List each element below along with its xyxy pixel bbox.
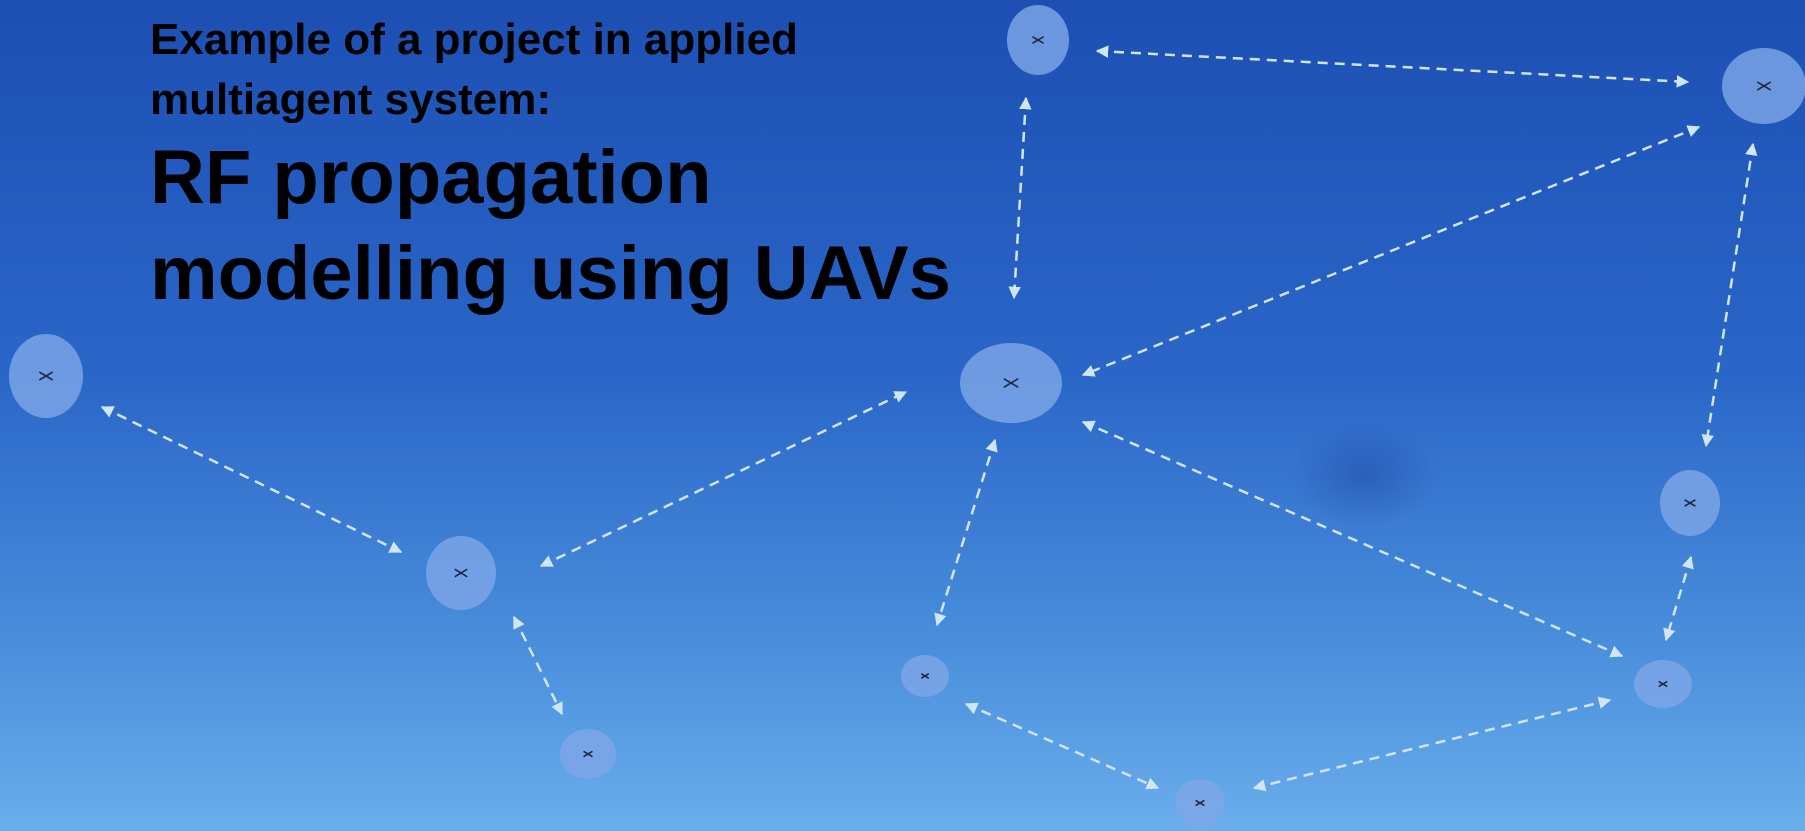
link-arrow: [934, 438, 998, 627]
uav-icon: [1756, 81, 1772, 91]
uav-node: [1722, 48, 1805, 124]
uav-node: [901, 655, 949, 697]
uav-nodes: [9, 5, 1805, 827]
uav-icon: [1658, 680, 1668, 688]
uav-icon: [1003, 377, 1019, 389]
uav-icon: [1032, 35, 1044, 45]
link-arrow: [539, 390, 908, 568]
uav-node: [960, 343, 1062, 423]
link-arrow: [1008, 96, 1032, 300]
link-arrow: [1701, 142, 1758, 448]
slide-subtitle: Example of a project in applied multiage…: [150, 15, 798, 124]
link-arrow: [1095, 45, 1690, 88]
uav-icon: [38, 371, 54, 381]
link-arrow: [964, 702, 1160, 790]
uav-node: [426, 536, 496, 610]
link-arrow: [100, 405, 403, 554]
uav-node: [1660, 470, 1720, 536]
uav-icon: [1195, 799, 1205, 807]
link-arrow: [1081, 125, 1701, 377]
uav-node: [9, 334, 83, 418]
uav-node: [1175, 779, 1225, 827]
link-arrow: [1081, 420, 1624, 658]
uav-icon: [583, 750, 593, 758]
uav-icon: [1684, 499, 1696, 507]
link-arrow: [512, 615, 564, 716]
uav-icon: [920, 673, 930, 679]
link-arrow: [1663, 555, 1694, 642]
uav-icon: [454, 568, 468, 578]
communication-links: [100, 45, 1758, 792]
uav-node: [1007, 5, 1069, 75]
uav-node: [560, 729, 616, 779]
link-arrow: [1252, 696, 1612, 792]
uav-node: [1634, 660, 1692, 708]
slide-title: RF propagation modelling using UAVs: [150, 135, 951, 316]
